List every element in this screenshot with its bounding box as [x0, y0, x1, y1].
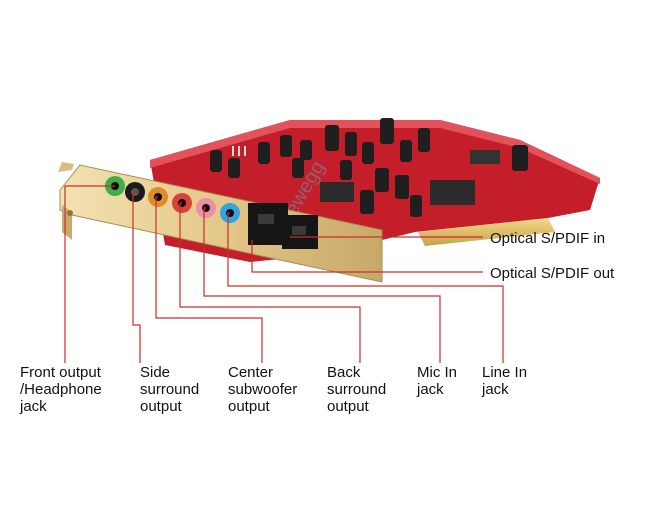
chip	[430, 180, 475, 205]
leader-front-output	[64, 185, 115, 363]
leader-line-in	[227, 212, 504, 363]
capacitors	[210, 118, 528, 217]
optical-ports	[248, 203, 318, 249]
leader-mic-in	[203, 207, 441, 363]
leader-back-surround	[179, 202, 361, 363]
label-center-subwoofer: Center subwoofer output	[228, 364, 298, 415]
label-side-surround: Side surround output	[140, 364, 200, 415]
header-pins	[232, 146, 246, 156]
label-line-in: Line In jack	[482, 364, 528, 398]
label-mic-in: Mic In jack	[417, 364, 458, 398]
leader-side-surround	[132, 191, 141, 363]
pci-edge-connector	[418, 218, 555, 246]
leader-optical-out	[251, 240, 483, 273]
label-optical-out: Optical S/PDIF out	[490, 265, 615, 282]
chip	[470, 150, 500, 164]
label-front-output: Front output /Headphone jack	[20, 364, 102, 415]
chip	[320, 182, 354, 202]
leader-center-subwoofer	[155, 196, 263, 363]
label-optical-in: Optical S/PDIF in	[490, 230, 606, 247]
label-back-surround: Back surround output	[327, 364, 387, 415]
leader-lines	[64, 185, 504, 363]
